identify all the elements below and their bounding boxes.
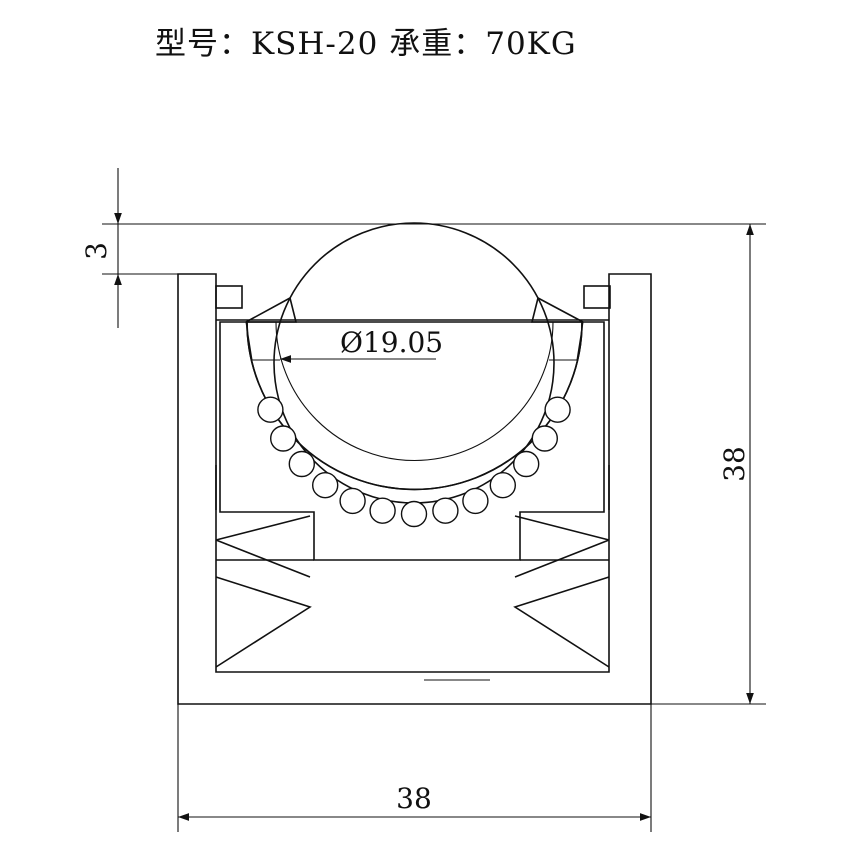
support-ball — [257, 396, 284, 423]
left-seal-ring — [215, 285, 243, 309]
support-ball — [544, 396, 571, 423]
springs — [215, 515, 610, 668]
support-ball — [288, 450, 315, 478]
ball-diameter-label: Ø19.05 — [340, 326, 443, 359]
left-retainer — [245, 296, 298, 323]
support-ball — [312, 472, 339, 499]
dimension-top-offset: 3 — [80, 168, 766, 328]
width-label: 38 — [396, 782, 432, 815]
dimension-width: 38 — [177, 704, 652, 832]
support-ball — [462, 487, 489, 515]
support-ball — [270, 425, 297, 452]
model-value: KSH-20 — [251, 26, 379, 62]
dimension-height: 38 — [651, 224, 766, 705]
model-label: 型号： — [155, 26, 251, 62]
height-label: 38 — [718, 446, 751, 482]
right-seal-ring — [583, 285, 611, 309]
support-ball — [513, 450, 540, 478]
support-balls — [257, 396, 571, 528]
support-ball — [400, 500, 428, 528]
support-ball — [531, 425, 558, 452]
top-offset-label: 3 — [80, 242, 113, 260]
support-ball — [339, 487, 366, 515]
dimension-ball-diameter: Ø19.05 — [280, 326, 443, 363]
drawing-title: 型号：KSH-20 承重：70KG — [155, 18, 577, 63]
support-ball — [432, 497, 459, 524]
support-ball — [369, 497, 396, 524]
load-value: 70KG — [485, 26, 577, 62]
load-label: 承重： — [389, 26, 486, 62]
support-ball — [489, 472, 516, 499]
right-retainer — [530, 296, 584, 323]
